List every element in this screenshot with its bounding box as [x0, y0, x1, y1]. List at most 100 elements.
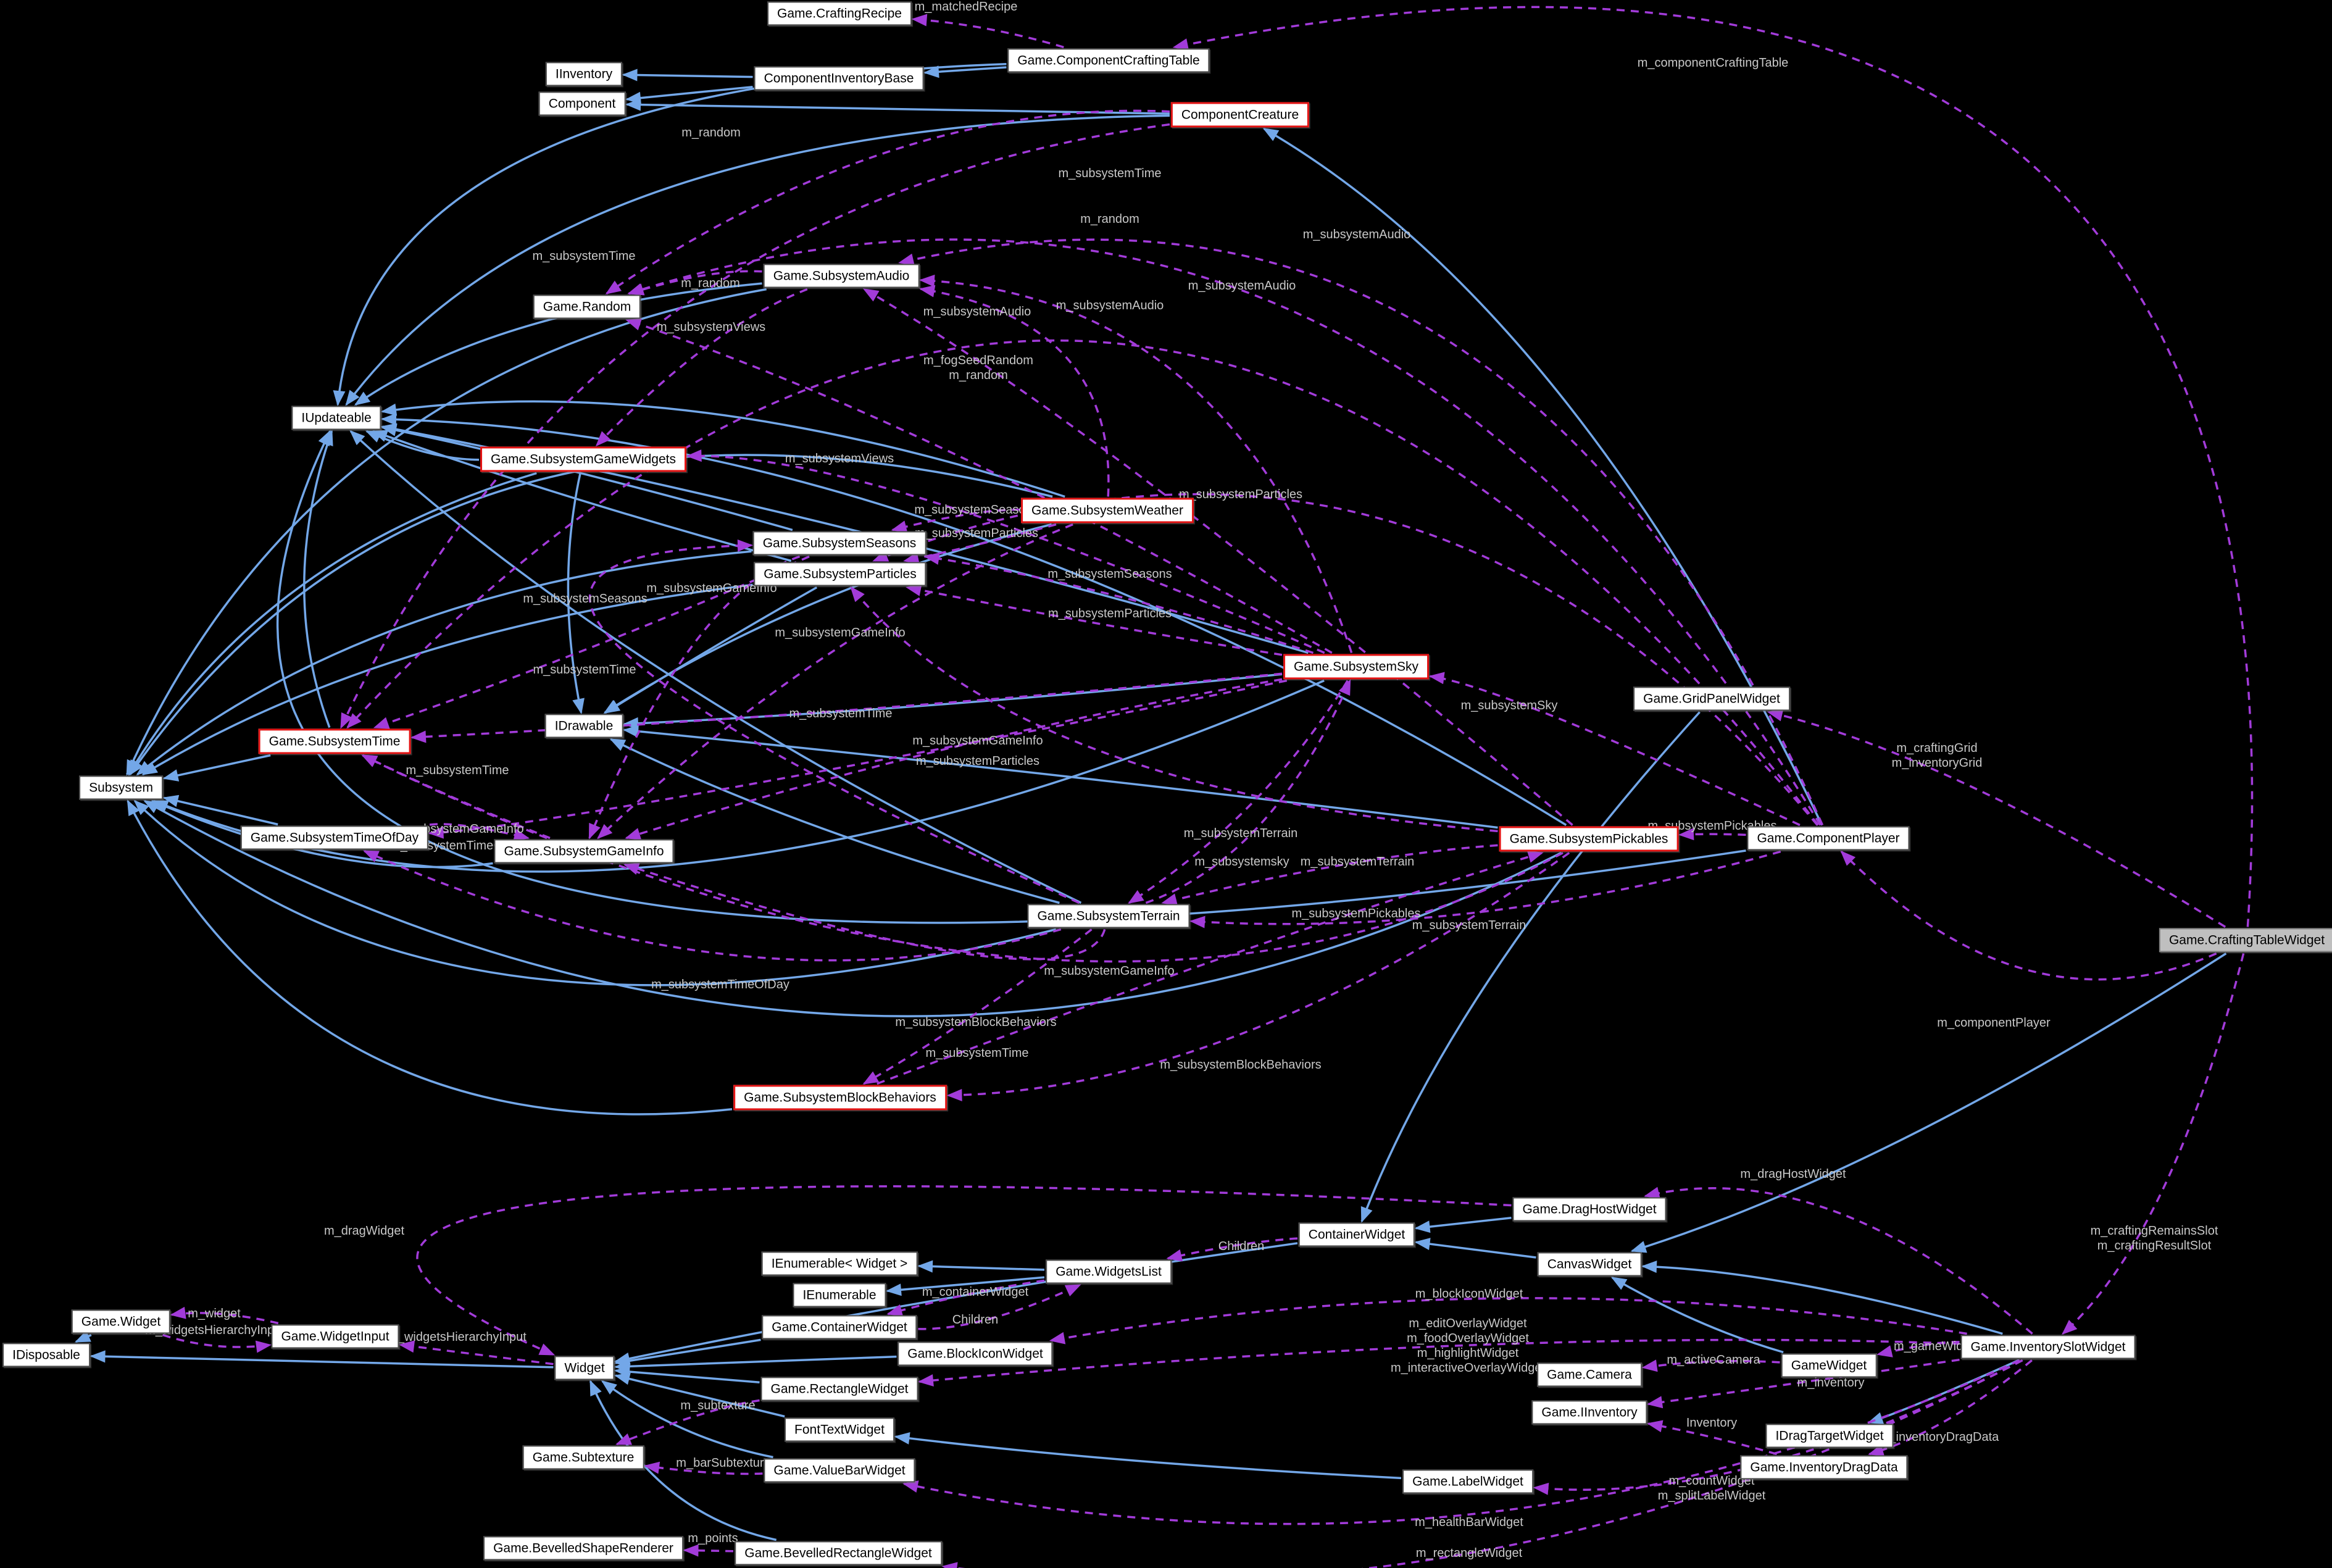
class-node-game-subsystemgamewidgets[interactable]: Game.SubsystemGameWidgets: [480, 446, 686, 472]
edge-label: m_inventoryDragData: [1879, 1430, 1999, 1444]
inheritance-edge: [381, 413, 1567, 826]
class-node-game-subsystemgameinfo[interactable]: Game.SubsystemGameInfo: [494, 839, 674, 864]
class-node-ienumerable[interactable]: IEnumerable: [793, 1283, 886, 1307]
edge-label: m_subsystemPickables: [1648, 819, 1777, 833]
class-node-game-subsystemblockbehaviors[interactable]: Game.SubsystemBlockBehaviors: [733, 1085, 947, 1111]
class-node-game-subsystemseasons[interactable]: Game.SubsystemSeasons: [752, 531, 927, 556]
class-node-game-subsystemtime[interactable]: Game.SubsystemTime: [258, 728, 411, 754]
edge-label: m_subsystemSky: [1461, 699, 1558, 712]
class-node-game-subsystemparticles[interactable]: Game.SubsystemParticles: [754, 562, 927, 586]
edge-label: m_subsystemTerrain: [1412, 919, 1526, 932]
class-node-gamewidget[interactable]: GameWidget: [1781, 1353, 1877, 1378]
class-node-idisposable[interactable]: IDisposable: [2, 1343, 90, 1367]
class-node-game-inventoryslotwidget[interactable]: Game.InventorySlotWidget: [1960, 1335, 2136, 1359]
class-node-ienumerable-widget-[interactable]: IEnumerable< Widget >: [761, 1251, 918, 1276]
class-node-componentinventorybase[interactable]: ComponentInventoryBase: [754, 66, 924, 91]
usage-edge: [605, 109, 1170, 294]
class-node-game-random[interactable]: Game.Random: [533, 294, 641, 319]
class-node-game-valuebarwidget[interactable]: Game.ValueBarWidget: [764, 1458, 915, 1483]
class-node-game-bevelledshaperenderer[interactable]: Game.BevelledShapeRenderer: [483, 1536, 683, 1561]
inheritance-edge: [917, 1260, 1045, 1273]
class-node-game-craftingtablewidget[interactable]: Game.CraftingTableWidget: [2159, 928, 2332, 953]
inheritance-edge: [1360, 711, 1701, 1223]
usage-edge: [399, 1340, 554, 1366]
class-node-game-iinventory[interactable]: Game.IInventory: [1531, 1400, 1647, 1425]
edge-label: m_subsystemGameInfo: [1044, 964, 1174, 978]
class-node-game-gridpanelwidget[interactable]: Game.GridPanelWidget: [1633, 686, 1790, 711]
class-node-game-subsystemweather[interactable]: Game.SubsystemWeather: [1021, 498, 1194, 523]
class-node-canvaswidget[interactable]: CanvasWidget: [1537, 1252, 1642, 1277]
class-node-game-draghostwidget[interactable]: Game.DragHostWidget: [1512, 1197, 1667, 1222]
class-node-game-camera[interactable]: Game.Camera: [1537, 1362, 1642, 1387]
edge-label: Children: [952, 1313, 998, 1327]
class-node-idragtargetwidget[interactable]: IDragTargetWidget: [1765, 1424, 1894, 1448]
edge-label: m_widgetsHierarchyInput: [145, 1324, 285, 1337]
class-node-subsystem[interactable]: Subsystem: [79, 775, 163, 800]
class-node-game-componentplayer[interactable]: Game.ComponentPlayer: [1747, 826, 1910, 851]
inheritance-edge: [622, 69, 753, 81]
class-node-game-subsystemsky[interactable]: Game.SubsystemSky: [1283, 654, 1429, 680]
class-node-idrawable[interactable]: IDrawable: [544, 714, 623, 738]
inheritance-edge: [589, 1380, 777, 1541]
usage-edge: [850, 586, 1498, 833]
class-node-containerwidget[interactable]: ContainerWidget: [1298, 1222, 1415, 1247]
class-node-game-subsystemtimeofday[interactable]: Game.SubsystemTimeOfDay: [240, 825, 429, 850]
class-node-iinventory[interactable]: IInventory: [545, 62, 623, 86]
class-node-game-subtexture[interactable]: Game.Subtexture: [522, 1445, 644, 1470]
class-node-game-rectanglewidget[interactable]: Game.RectangleWidget: [760, 1377, 918, 1401]
usage-edge: [1161, 844, 1498, 906]
inheritance-edge: [277, 430, 1746, 924]
inheritance-edge: [127, 799, 733, 1116]
class-node-game-widgetslist[interactable]: Game.WidgetsList: [1046, 1259, 1172, 1284]
usage-edge: [644, 1461, 763, 1475]
class-node-fonttextwidget[interactable]: FontTextWidget: [785, 1417, 894, 1442]
class-node-game-componentcraftingtable[interactable]: Game.ComponentCraftingTable: [1007, 48, 1210, 73]
edge-label: m_subsystemParticles: [1179, 488, 1302, 501]
inheritance-edge: [133, 799, 1057, 986]
edge-label: m_subsystemAudio: [1188, 279, 1296, 293]
usage-edge: [1868, 1359, 2033, 1456]
class-node-componentcreature[interactable]: ComponentCreature: [1170, 102, 1310, 128]
class-node-game-widgetinput[interactable]: Game.WidgetInput: [271, 1324, 399, 1349]
inheritance-edge: [162, 754, 271, 782]
class-node-game-bevelledrectanglewidget[interactable]: Game.BevelledRectangleWidget: [735, 1541, 942, 1566]
inheritance-edge: [623, 725, 1498, 829]
class-node-game-blockiconwidget[interactable]: Game.BlockIconWidget: [897, 1341, 1053, 1366]
class-node-game-subsystempickables[interactable]: Game.SubsystemPickables: [1499, 826, 1679, 852]
usage-edge: [625, 678, 1283, 840]
usage-edge: [361, 754, 1564, 963]
inheritance-edge: [614, 1366, 760, 1384]
edge-label: m_healthBarWidget: [1415, 1516, 1523, 1529]
usage-edge: [339, 123, 1170, 729]
inheritance-edge: [886, 1276, 1045, 1296]
edge-label: m_subsystemTerrain: [1301, 855, 1415, 869]
edge-label: m_componentPlayer: [1937, 1016, 2051, 1030]
class-node-game-inventorydragdata[interactable]: Game.InventoryDragData: [1740, 1455, 1908, 1480]
edge-label: m_subsystemBlockBehaviors: [895, 1015, 1056, 1029]
edge-label: m_subsystemSeasons: [914, 503, 1038, 517]
inheritance-edge: [923, 65, 1007, 78]
inheritance-edge: [141, 583, 753, 775]
edge-label: m_subsystemPickables: [1292, 907, 1421, 920]
edge-label: m_matchedRecipe: [915, 0, 1018, 14]
class-node-game-containerwidget[interactable]: Game.ContainerWidget: [762, 1315, 917, 1340]
class-node-game-widget[interactable]: Game.Widget: [71, 1309, 171, 1334]
edge-label: m_random: [681, 277, 740, 290]
usage-edge: [595, 288, 808, 447]
class-node-widget[interactable]: Widget: [554, 1356, 615, 1380]
class-node-game-craftingrecipe[interactable]: Game.CraftingRecipe: [767, 1, 912, 26]
edge-label: m_subsystemGameInfo: [775, 626, 905, 640]
edge-label: m_subsystemTime: [532, 249, 635, 263]
class-node-game-subsystemaudio[interactable]: Game.SubsystemAudio: [763, 264, 920, 288]
class-node-component[interactable]: Component: [538, 91, 626, 116]
edge-label: m_random: [681, 126, 741, 140]
inheritance-edge: [303, 430, 333, 728]
class-node-game-labelwidget[interactable]: Game.LabelWidget: [1402, 1469, 1533, 1494]
usage-edge: [906, 584, 1283, 656]
class-node-game-subsystemterrain[interactable]: Game.SubsystemTerrain: [1027, 904, 1190, 928]
class-node-iupdateable[interactable]: IUpdateable: [291, 406, 381, 430]
usage-edge: [627, 238, 1822, 826]
